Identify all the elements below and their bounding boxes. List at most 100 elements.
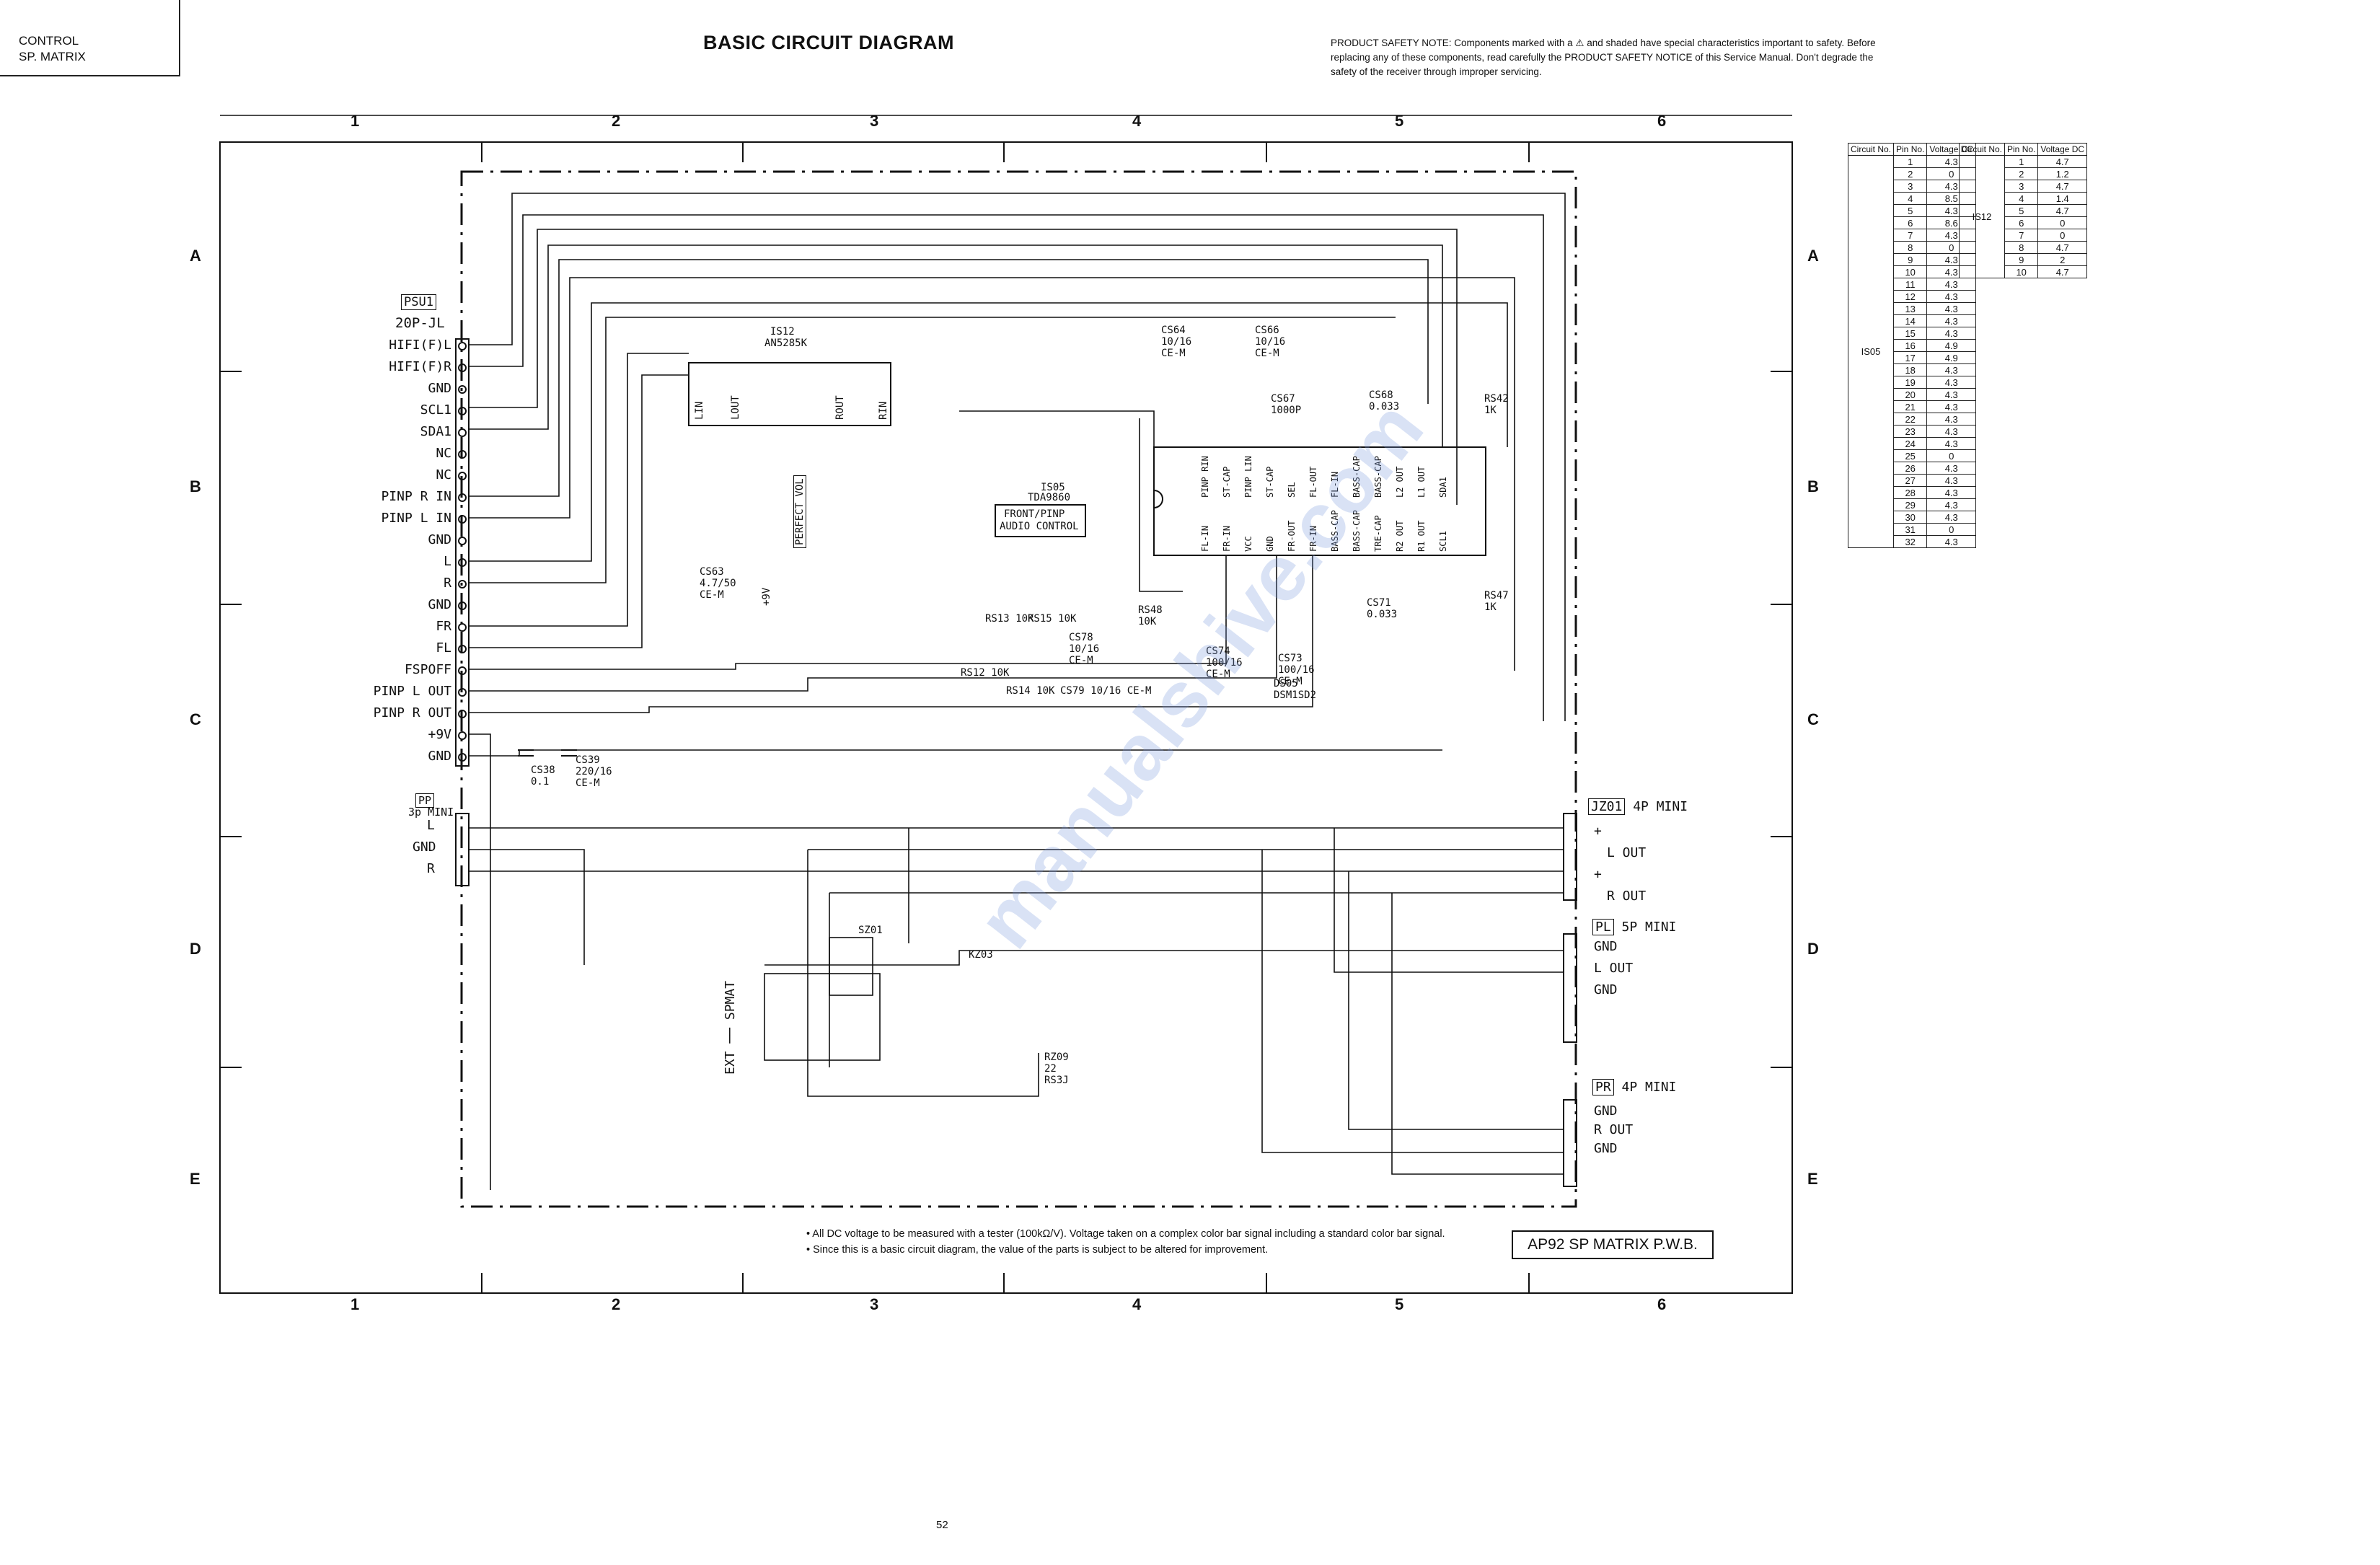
grid-row-label: B [1807, 477, 1819, 495]
vt1-pin: 10 [1893, 265, 1928, 278]
vt2-pin: 8 [2004, 241, 2039, 254]
vt2-col-pin: Pin No. [2004, 143, 2039, 156]
vt1-pin: 32 [1893, 535, 1928, 548]
pr-header: PR 4P MINI [1592, 1079, 1676, 1096]
pl-pin-label: L OUT [1594, 961, 1634, 976]
is05-top-pin-label: PINP LIN [1243, 456, 1253, 498]
vt1-pin: 28 [1893, 486, 1928, 499]
cs73-label: CS73 100/16 CE-M [1278, 653, 1315, 687]
vt2-pin: 4 [2004, 192, 2039, 205]
psu1-ref: PSU1 [401, 294, 436, 310]
vt1-pin: 4 [1893, 192, 1928, 205]
grid-column-label: 4 [1132, 112, 1142, 130]
cs78-label: CS78 10/16 CE-M [1069, 632, 1100, 666]
pr-pin-label: GND [1594, 1103, 1618, 1119]
vt1-voltage: 4.3 [1926, 535, 1977, 548]
cs63-label: CS63 4.7/50 CE-M [700, 566, 736, 601]
grid-row-label: B [190, 477, 201, 495]
vt1-pin: 22 [1893, 413, 1928, 426]
vt2-pin: 2 [2004, 167, 2039, 180]
pl-pin-label: GND [1594, 939, 1618, 954]
vt2-col-circuit: Circuit No. [1958, 143, 2006, 156]
ext-spmat-label: EXT ── SPMAT [723, 980, 738, 1075]
psu1-pin-label: HIFI(F)L [389, 338, 451, 353]
pl-type: 5P MINI [1621, 920, 1677, 935]
vt2-voltage: 4.7 [2037, 241, 2088, 254]
vt1-pin: 19 [1893, 376, 1928, 389]
grid-row-label: C [190, 710, 201, 728]
vt1-voltage: 4.3 [1926, 462, 1977, 475]
vt1-pin: 27 [1893, 474, 1928, 487]
psu1-pin-label: PINP R IN [381, 489, 451, 504]
vt2-pin: 6 [2004, 216, 2039, 229]
cs79-label: CS79 10/16 CE-M [1060, 685, 1152, 697]
kz03-label: KZ03 [969, 949, 993, 961]
vt2-voltage: 1.2 [2037, 167, 2088, 180]
vt2-pin: 1 [2004, 155, 2039, 168]
psu1-pin-label: GND [428, 381, 451, 396]
page-title: BASIC CIRCUIT DIAGRAM [703, 32, 954, 53]
is12-part: AN5285K [764, 338, 808, 349]
grid-row-label: D [190, 940, 201, 958]
vt1-pin: 5 [1893, 204, 1928, 217]
grid-column-label: 5 [1395, 112, 1404, 130]
psu1-pin-label: NC [436, 467, 451, 482]
vt1-pin: 17 [1893, 351, 1928, 364]
grid-row-label: C [1807, 710, 1819, 728]
is05-top-pin-label: ST-CAP [1265, 466, 1275, 498]
is05-part: TDA9860 [1028, 492, 1071, 503]
is12-pin-label: LOUT [730, 395, 741, 420]
vt1-pin: 31 [1893, 523, 1928, 536]
vt1-pin: 23 [1893, 425, 1928, 438]
psu1-pin-label: R [444, 576, 451, 591]
grid-column-label: 1 [351, 1295, 360, 1313]
psu1-pin-label: HIFI(F)R [389, 359, 451, 374]
cs71-label: CS71 0.033 [1367, 597, 1398, 620]
pr-ref: PR [1592, 1079, 1614, 1096]
cs38-label: CS38 0.1 [531, 764, 555, 788]
vt2-col-voltage: Voltage DC [2037, 143, 2088, 156]
psu1-pin-label: PINP R OUT [373, 705, 451, 720]
section-header-box [0, 0, 180, 76]
vt1-pin: 12 [1893, 290, 1928, 303]
pl-ref: PL [1592, 919, 1614, 935]
vt1-pin: 29 [1893, 498, 1928, 511]
psu1-pin-label: GND [428, 597, 451, 612]
is05-func-1: FRONT/PINP [1004, 508, 1065, 520]
psu1-pin-label: GND [428, 532, 451, 547]
pl-pin-label: GND [1594, 982, 1618, 997]
psu1-pin-pad [458, 731, 467, 740]
psu1-pin-pad [458, 580, 467, 588]
psu1-pin-pad [458, 472, 467, 480]
psu1-pin-pad [458, 450, 467, 459]
vt2-voltage: 2 [2037, 253, 2088, 266]
grid-column-label: 3 [870, 112, 879, 130]
cs39-label: CS39 220/16 CE-M [576, 754, 612, 789]
psu1-pin-pad [458, 363, 467, 372]
is05-bottom-pin-label: FR-IN [1222, 525, 1232, 552]
vt1-voltage: 4.3 [1926, 437, 1977, 450]
vt2-voltage: 4.7 [2037, 155, 2088, 168]
psu1-pin-pad [458, 407, 467, 415]
is05-body [1153, 446, 1486, 556]
vt1-pin: 20 [1893, 388, 1928, 401]
cs74-label: CS74 100/16 CE-M [1206, 645, 1243, 680]
grid-row-label: E [190, 1170, 200, 1188]
is12-pin-label: ROUT [834, 395, 846, 420]
vt1-pin: 9 [1893, 253, 1928, 266]
vt1-voltage: 4.3 [1926, 363, 1977, 376]
vt2-voltage: 0 [2037, 229, 2088, 242]
is12-body [688, 362, 891, 426]
note-2: • Since this is a basic circuit diagram,… [806, 1244, 1269, 1256]
grid-column-label: 6 [1657, 1295, 1667, 1313]
psu1-pin-pad [458, 493, 467, 502]
vt1-voltage: 0 [1926, 449, 1977, 462]
